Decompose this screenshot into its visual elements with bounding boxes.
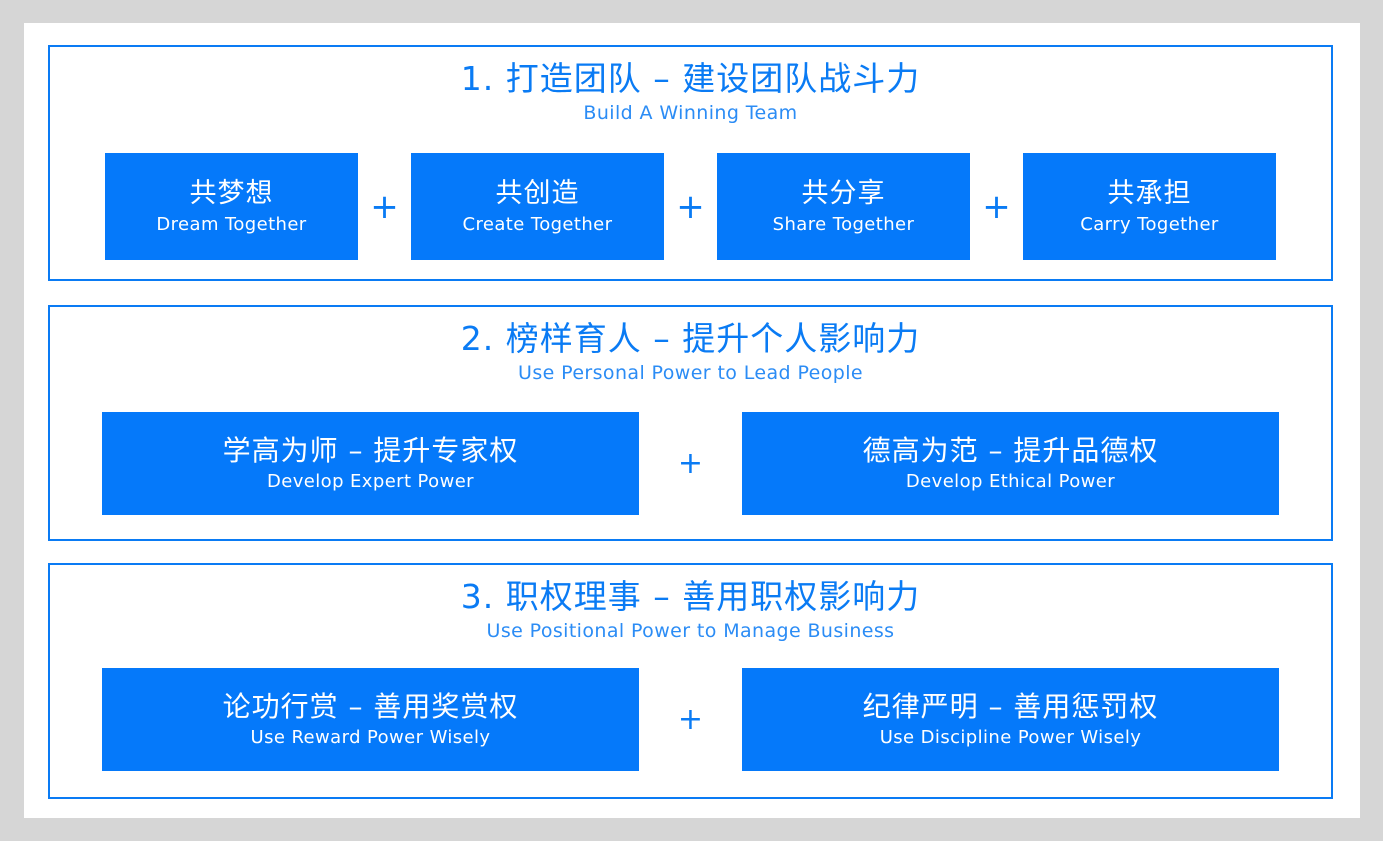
box-label-en: Create Together [462,213,613,235]
panel-1-header: 1. 打造团队 – 建设团队战斗力 Build A Winning Team [50,47,1331,126]
panel-2-title-cn: 2. 榜样育人 – 提升个人影响力 [460,319,921,358]
plus-separator-icon: + [677,701,704,737]
panel-build-a-winning-team: 1. 打造团队 – 建设团队战斗力 Build A Winning Team 共… [48,45,1333,281]
panel-3-header: 3. 职权理事 – 善用职权影响力 Use Positional Power t… [50,565,1331,644]
box-create-together[interactable]: 共创造 Create Together [411,153,664,260]
box-carry-together[interactable]: 共承担 Carry Together [1023,153,1276,260]
box-label-cn: 德高为范 – 提升品德权 [862,433,1159,467]
panel-3-title-cn: 3. 职权理事 – 善用职权影响力 [460,577,921,616]
box-label-cn: 学高为师 – 提升专家权 [222,433,519,467]
box-label-cn: 共承担 [1107,177,1192,209]
slide-canvas: 1. 打造团队 – 建设团队战斗力 Build A Winning Team 共… [24,23,1360,818]
box-label-en: Develop Expert Power [267,470,474,492]
panel-2-header: 2. 榜样育人 – 提升个人影响力 Use Personal Power to … [50,307,1331,386]
panel-1-box-row: 共梦想 Dream Together + 共创造 Create Together… [50,153,1331,260]
panel-1-title-cn: 1. 打造团队 – 建设团队战斗力 [460,59,921,98]
plus-separator-icon: + [982,186,1011,227]
box-label-en: Use Reward Power Wisely [250,726,491,748]
box-share-together[interactable]: 共分享 Share Together [717,153,970,260]
box-dream-together[interactable]: 共梦想 Dream Together [105,153,358,260]
box-develop-expert-power[interactable]: 学高为师 – 提升专家权 Develop Expert Power [102,412,639,515]
box-use-reward-power[interactable]: 论功行赏 – 善用奖赏权 Use Reward Power Wisely [102,668,639,771]
box-label-en: Share Together [772,213,915,235]
panel-use-personal-power: 2. 榜样育人 – 提升个人影响力 Use Personal Power to … [48,305,1333,541]
box-label-cn: 共梦想 [189,177,274,209]
plus-separator-icon: + [370,186,399,227]
box-label-cn: 共创造 [495,177,580,209]
panel-2-title-en: Use Personal Power to Lead People [518,362,863,384]
box-label-en: Use Discipline Power Wisely [879,726,1142,748]
box-label-en: Develop Ethical Power [905,470,1116,492]
box-develop-ethical-power[interactable]: 德高为范 – 提升品德权 Develop Ethical Power [742,412,1279,515]
box-label-en: Dream Together [156,213,307,235]
box-label-en: Carry Together [1080,213,1219,235]
box-label-cn: 纪律严明 – 善用惩罚权 [862,689,1159,723]
panel-1-title-en: Build A Winning Team [583,102,798,124]
box-use-discipline-power[interactable]: 纪律严明 – 善用惩罚权 Use Discipline Power Wisely [742,668,1279,771]
panel-use-positional-power: 3. 职权理事 – 善用职权影响力 Use Positional Power t… [48,563,1333,799]
panel-2-box-row: 学高为师 – 提升专家权 Develop Expert Power + 德高为范… [50,412,1331,515]
plus-separator-icon: + [677,445,704,481]
box-label-cn: 论功行赏 – 善用奖赏权 [222,689,519,723]
panel-3-box-row: 论功行赏 – 善用奖赏权 Use Reward Power Wisely + 纪… [50,668,1331,771]
plus-separator-icon: + [676,186,705,227]
box-label-cn: 共分享 [801,177,886,209]
panel-3-title-en: Use Positional Power to Manage Business [486,620,895,642]
